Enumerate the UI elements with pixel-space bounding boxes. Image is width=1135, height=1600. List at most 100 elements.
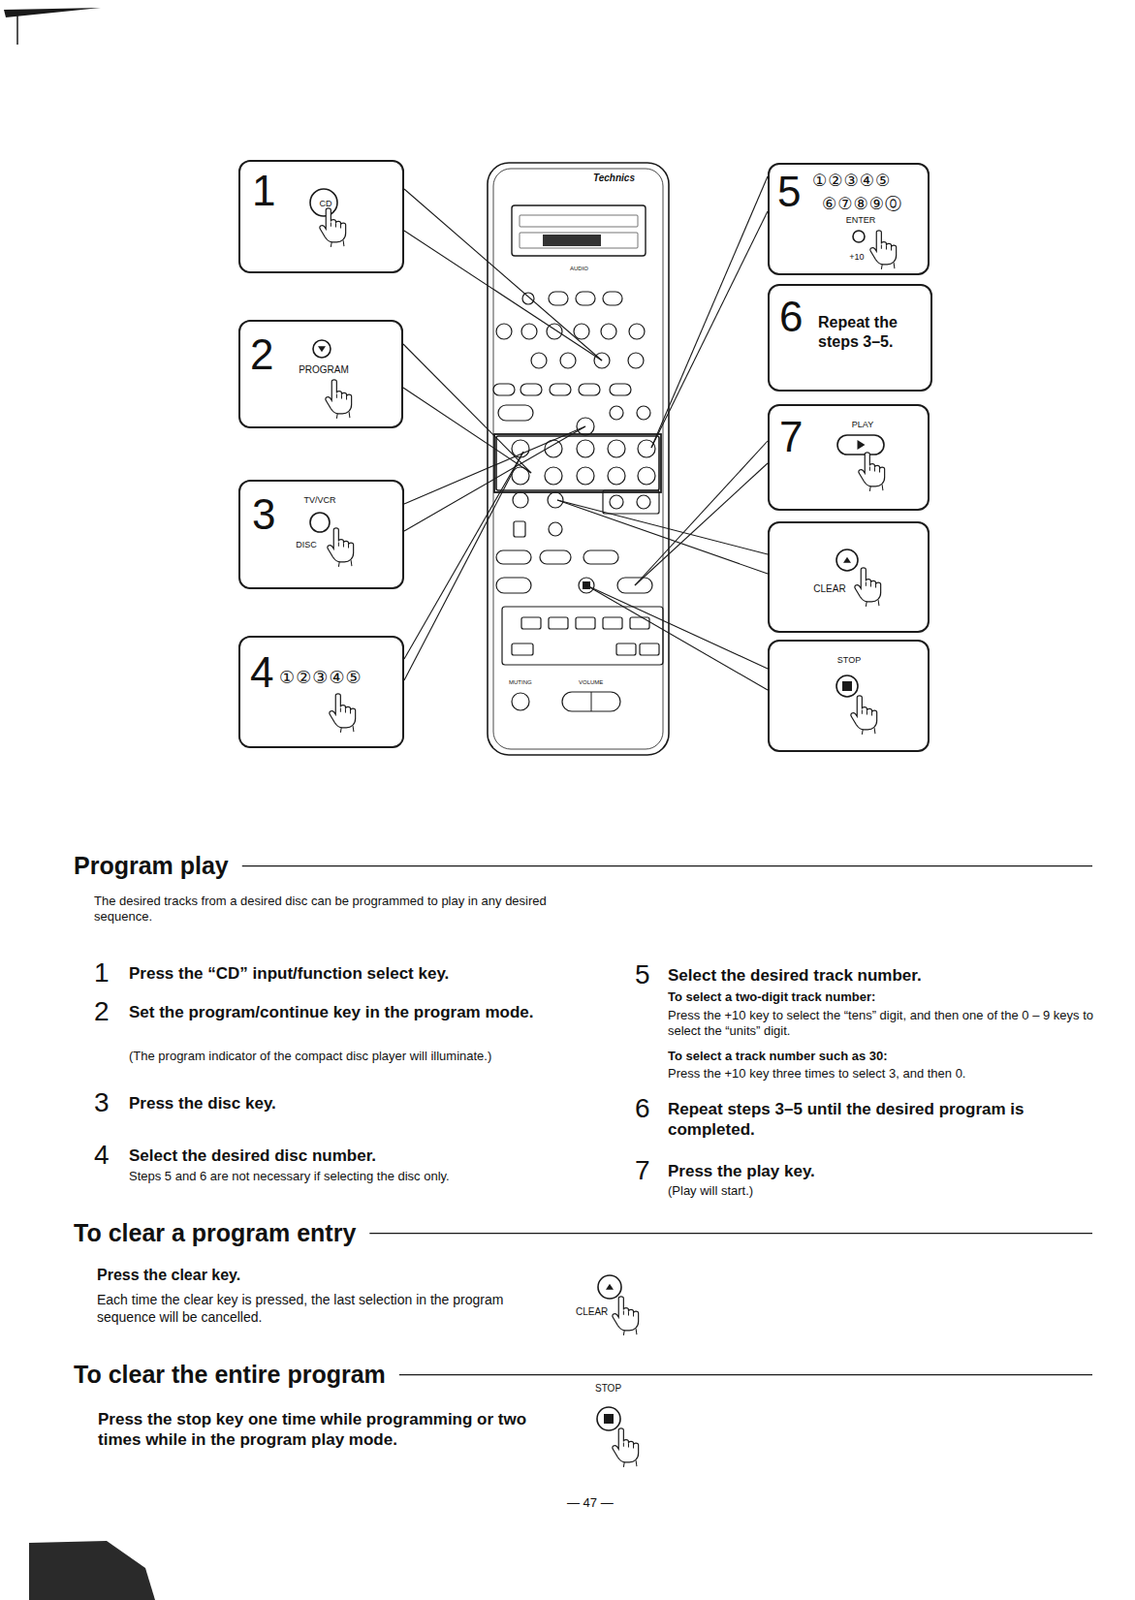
- button: [607, 440, 626, 458]
- step-number: 4: [94, 1137, 110, 1172]
- button: [636, 406, 651, 420]
- hand-icon: [325, 379, 352, 419]
- display-segments: [542, 234, 601, 247]
- button: [609, 383, 631, 396]
- button: [560, 352, 576, 369]
- button-icon: [836, 675, 858, 697]
- callout-number: 1: [252, 163, 276, 218]
- step-text: Press the disc key.: [128, 1093, 585, 1114]
- button: [522, 292, 535, 305]
- callout-box: 2PROGRAM: [238, 319, 404, 429]
- leader-line: [586, 585, 768, 691]
- button-icon: [836, 549, 858, 571]
- step-text: Press the play key.: [667, 1161, 1095, 1182]
- button-label: PLAY: [851, 419, 874, 431]
- remote-label: AUDIO: [569, 265, 589, 274]
- panel: [602, 490, 660, 514]
- button-icons: [310, 189, 897, 1468]
- button-label: CLEAR: [813, 583, 846, 597]
- callout-number: 3: [252, 487, 276, 541]
- button: [609, 495, 624, 509]
- button: [562, 692, 621, 712]
- button: [544, 467, 563, 485]
- callout-box: CLEAR: [767, 521, 930, 633]
- button: [629, 323, 645, 340]
- intro-text: The desired tracks from a desired disc c…: [94, 893, 579, 926]
- note-text: Each time the clear key is pressed, the …: [96, 1292, 553, 1326]
- panel: [548, 617, 568, 630]
- note-text: Press the +10 key three times to select …: [667, 1066, 1095, 1082]
- page-number: — 47 —: [567, 1495, 614, 1512]
- hand-icon: [870, 230, 897, 270]
- scan-mark: [16, 11, 19, 45]
- hand-icon: [851, 695, 878, 735]
- scan-mark: [29, 1541, 156, 1600]
- number-keys: ①②③④⑤: [812, 170, 891, 191]
- button-icon: [310, 189, 338, 217]
- step-text: Repeat steps 3–5 until the desired progr…: [667, 1099, 1095, 1141]
- hand-icon: [319, 208, 347, 248]
- leader-line: [404, 451, 524, 660]
- callout-box: 4①②③④⑤: [238, 635, 405, 749]
- button: [511, 693, 530, 711]
- panel: [511, 643, 534, 656]
- hand-icon: [854, 567, 882, 607]
- button: [576, 467, 595, 485]
- button: [600, 323, 617, 340]
- leader-line: [651, 211, 768, 448]
- button: [575, 291, 596, 306]
- arrow-symbol: [317, 346, 326, 352]
- callout-box: STOP: [767, 639, 930, 753]
- panel: [519, 232, 638, 249]
- panel: [519, 215, 638, 227]
- panel: [511, 205, 646, 256]
- button-label: TV/VCR: [303, 495, 336, 506]
- leader-line: [404, 230, 602, 361]
- leader-line: [403, 344, 532, 473]
- button: [602, 291, 623, 306]
- button-icon: [310, 512, 330, 533]
- callout-box: 3TV/VCRDISC: [238, 479, 405, 590]
- button: [539, 550, 571, 565]
- button: [583, 550, 619, 565]
- callout-number: 4: [250, 645, 274, 699]
- callout-box: 1CD: [238, 159, 405, 274]
- leader-line: [651, 176, 768, 448]
- step-text: Select the desired disc number.: [128, 1145, 585, 1167]
- step-number: 3: [94, 1085, 110, 1120]
- button: [498, 405, 534, 421]
- sub-heading: To select a track number such as 30:: [667, 1048, 1095, 1065]
- button-label: CD: [319, 198, 333, 210]
- callout-number: 2: [250, 327, 274, 381]
- button: [628, 352, 644, 369]
- hand-icon: [858, 452, 885, 492]
- panel: [639, 643, 660, 656]
- button: [520, 383, 542, 396]
- step-number: 2: [94, 994, 110, 1029]
- panel: [575, 617, 596, 630]
- callout-number: 6: [779, 289, 803, 344]
- button: [636, 495, 651, 509]
- button: [511, 440, 530, 458]
- arrow-symbol: [605, 1284, 614, 1291]
- panel: [513, 521, 526, 537]
- number-keys: ⑥⑦⑧⑨⓪: [821, 193, 903, 215]
- arrow-symbol: [843, 557, 852, 564]
- callout-text: Repeat the steps 3–5.: [818, 313, 927, 352]
- keypad-frame: [494, 434, 662, 493]
- hand-icon: [327, 528, 354, 568]
- button: [521, 323, 537, 340]
- hand-icon: [329, 693, 356, 733]
- remote-label: MUTING: [508, 679, 533, 688]
- panel: [616, 643, 636, 656]
- leader-lines: [403, 176, 768, 691]
- button-icon: [852, 230, 865, 243]
- button-label: STOP: [837, 655, 861, 666]
- button-label: CLEAR: [575, 1306, 608, 1320]
- leader-line: [403, 387, 532, 473]
- button-label: ENTER: [846, 215, 877, 226]
- panel: [521, 617, 541, 630]
- remote-body: [487, 162, 669, 756]
- step-number: 1: [94, 955, 110, 990]
